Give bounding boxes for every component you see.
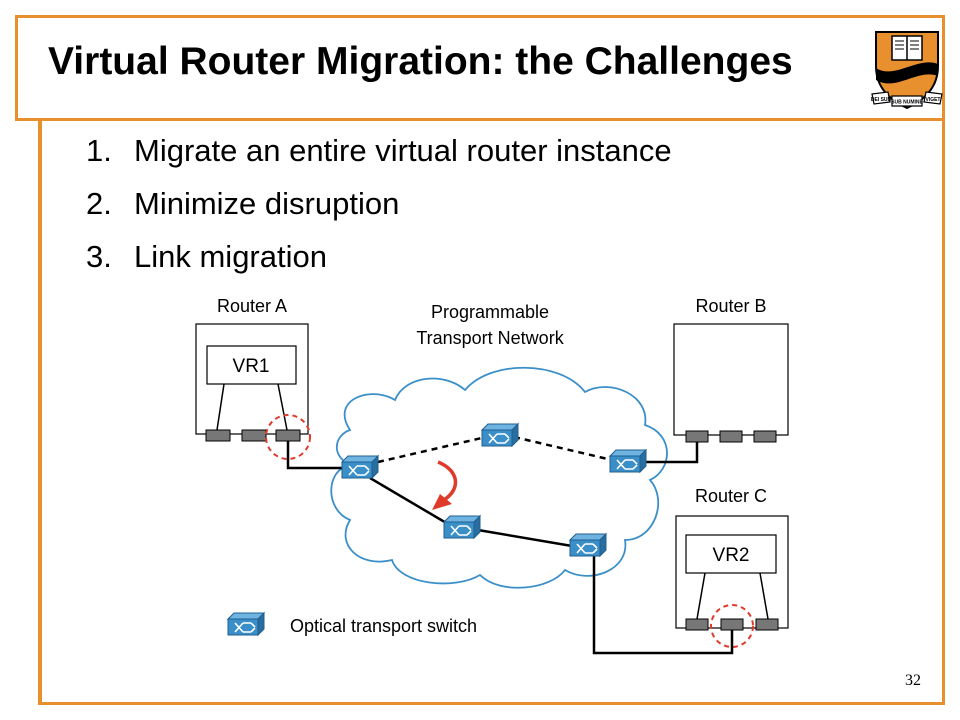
- frame-bottom-border: [40, 702, 945, 705]
- list-text: Link migration: [134, 239, 327, 274]
- vr2-label: VR2: [713, 545, 750, 566]
- router-a-port-highlight: [265, 414, 311, 460]
- router-b-port: [685, 430, 709, 443]
- challenge-list: 1. Migrate an entire virtual router insta…: [86, 128, 672, 287]
- old-link-dashed: [513, 435, 613, 462]
- vr2-box: [685, 534, 777, 574]
- vr1-box: [206, 345, 297, 385]
- router-b-port: [719, 430, 743, 443]
- list-number: 1.: [86, 133, 112, 168]
- link-router-a-to-switch: [286, 441, 350, 470]
- network-label-line1: Programmable: [431, 302, 549, 322]
- motto-right-text: VIGET: [925, 97, 940, 103]
- legend-switch-icon: [227, 612, 265, 636]
- new-link: [369, 476, 449, 526]
- router-b-port: [753, 430, 777, 443]
- vr1-label: VR1: [233, 356, 270, 377]
- router-b-box: [673, 323, 789, 436]
- optical-switch-icon: [341, 455, 379, 479]
- optical-switch-icon: [481, 423, 519, 447]
- router-c-port: [755, 618, 779, 631]
- router-a-port: [241, 429, 267, 442]
- optical-switch-icon: [609, 449, 647, 473]
- list-item: 2. Minimize disruption: [86, 181, 672, 234]
- router-a-port: [205, 429, 231, 442]
- migration-arrow: [437, 460, 458, 502]
- frame-left-inner-border: [38, 118, 42, 705]
- transport-network-cloud: [330, 366, 668, 589]
- old-link-dashed: [377, 435, 487, 464]
- router-c-port-highlight: [710, 604, 754, 648]
- link-switch-to-router-c: [592, 555, 734, 655]
- list-text: Migrate an entire virtual router instanc…: [134, 133, 672, 168]
- page-number: 32: [905, 672, 921, 689]
- list-item: 3. Link migration: [86, 234, 672, 287]
- frame-right-border: [942, 15, 945, 705]
- router-c-port: [685, 618, 709, 631]
- router-c-label: Router C: [695, 486, 767, 506]
- optical-switch-icon: [569, 533, 607, 557]
- list-item: 1. Migrate an entire virtual router insta…: [86, 128, 672, 181]
- optical-switch-icon: [443, 515, 481, 539]
- frame-title-divider: [15, 118, 945, 121]
- legend-label: Optical transport switch: [290, 616, 477, 636]
- slide-title: Virtual Router Migration: the Challenges: [48, 40, 793, 83]
- frame-left-border: [15, 15, 18, 121]
- router-a-port: [275, 429, 301, 442]
- router-b-label: Router B: [695, 296, 766, 316]
- new-link: [477, 528, 573, 548]
- router-c-port: [720, 618, 744, 631]
- list-number: 3.: [86, 239, 112, 274]
- list-text: Minimize disruption: [134, 186, 400, 221]
- router-a-label: Router A: [217, 296, 287, 316]
- motto-center-text: SUB NUMINE: [891, 100, 923, 106]
- list-number: 2.: [86, 186, 112, 221]
- migration-arrow-head: [432, 494, 452, 510]
- network-label-line2: Transport Network: [416, 328, 564, 348]
- frame-top-border: [15, 15, 945, 18]
- link-switch-to-router-b: [640, 442, 699, 464]
- motto-left-text: DEI SUB: [871, 97, 892, 103]
- university-shield-logo: DEI SUB SUB NUMINE VIGET: [871, 31, 943, 110]
